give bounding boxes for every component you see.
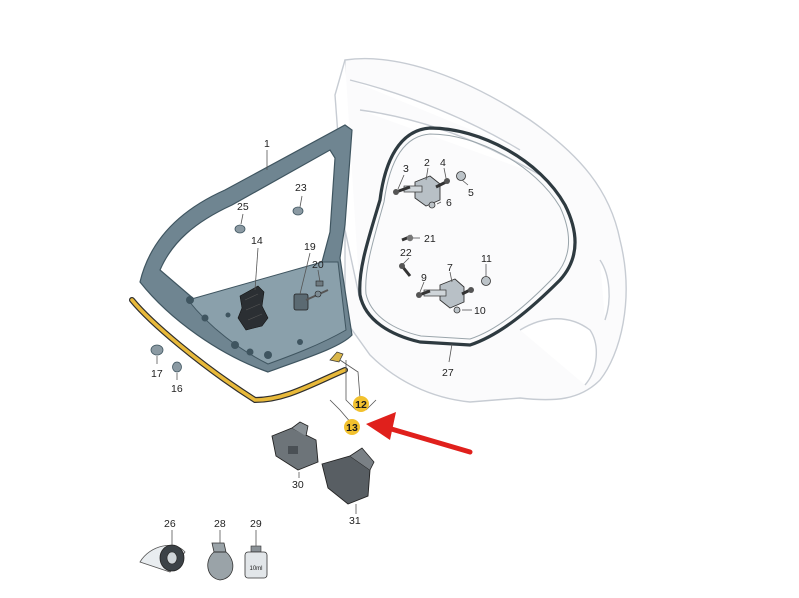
- screw-8-icon: [461, 287, 474, 296]
- bottle-label: 10ml: [249, 566, 262, 572]
- door-edge-seal-yellow: [130, 298, 347, 402]
- damping-pad-14: [237, 285, 269, 331]
- door-seal-27: [358, 126, 577, 347]
- hinge-upper-2-icon: [403, 175, 441, 207]
- label-3: 3: [403, 163, 409, 175]
- screw-22-icon: [399, 263, 412, 277]
- label-7: 7: [447, 262, 453, 274]
- label-29: 29: [250, 518, 262, 530]
- label-25: 25: [237, 201, 249, 213]
- label-26: 26: [164, 518, 176, 530]
- label-6: 6: [446, 197, 452, 209]
- label-14: 14: [251, 235, 263, 247]
- label-10: 10: [474, 305, 486, 317]
- screw-3-icon: [393, 185, 411, 195]
- washer-10-icon: [453, 306, 461, 314]
- door-check-19-icon: [293, 289, 329, 311]
- label-17: 17: [151, 368, 163, 380]
- plug-25-icon: [234, 224, 246, 234]
- washer-6-icon: [428, 201, 436, 209]
- hinge-lower-7-icon: [423, 278, 465, 309]
- label-16: 16: [171, 383, 183, 395]
- label-11: 11: [481, 253, 492, 265]
- label-27: 27: [442, 367, 454, 379]
- label-31: 31: [349, 515, 361, 527]
- plug-16-icon: [172, 361, 182, 373]
- nut-11-icon: [481, 276, 491, 286]
- label-19: 19: [304, 241, 316, 253]
- label-1: 1: [264, 138, 270, 150]
- door-seal-27-inner: [365, 133, 570, 340]
- clip-20-icon: [315, 280, 324, 287]
- label-2: 2: [424, 157, 430, 169]
- nut-5-icon: [456, 171, 466, 181]
- plug-17-icon: [150, 344, 164, 356]
- door-lock-bracket-icon: [329, 351, 344, 363]
- lock-cover-31-icon: [321, 447, 375, 505]
- label-5: 5: [468, 187, 474, 199]
- marker-13-dot: [344, 419, 360, 435]
- label-21: 21: [424, 233, 436, 245]
- red-arrow-icon: [366, 412, 473, 455]
- bottle-29-icon: 10ml: [244, 545, 268, 579]
- leader-lines: [156, 150, 487, 546]
- label-28: 28: [214, 518, 226, 530]
- plug-23-icon: [292, 206, 304, 216]
- marker-12-label: 12: [355, 399, 367, 411]
- tape-roll-26-icon: [139, 544, 186, 573]
- bag-28-icon: [207, 542, 234, 581]
- label-30: 30: [292, 479, 304, 491]
- marker-12-dot: [353, 396, 369, 412]
- label-9: 9: [421, 272, 427, 284]
- lock-housing-30-icon: [271, 421, 319, 471]
- screw-9-icon: [416, 289, 431, 298]
- label-23: 23: [295, 182, 307, 194]
- label-20: 20: [312, 259, 324, 271]
- car-body-outline: [334, 57, 627, 403]
- marker-13-label: 13: [346, 422, 358, 434]
- screw-4-icon: [435, 178, 450, 189]
- label-4: 4: [440, 157, 446, 169]
- label-22: 22: [400, 247, 412, 259]
- part-number-labels: 1 2 3 4 5 6 7 9 10 11 14 16 17 19 20 21 …: [151, 138, 492, 530]
- bolt-21-icon: [401, 234, 414, 242]
